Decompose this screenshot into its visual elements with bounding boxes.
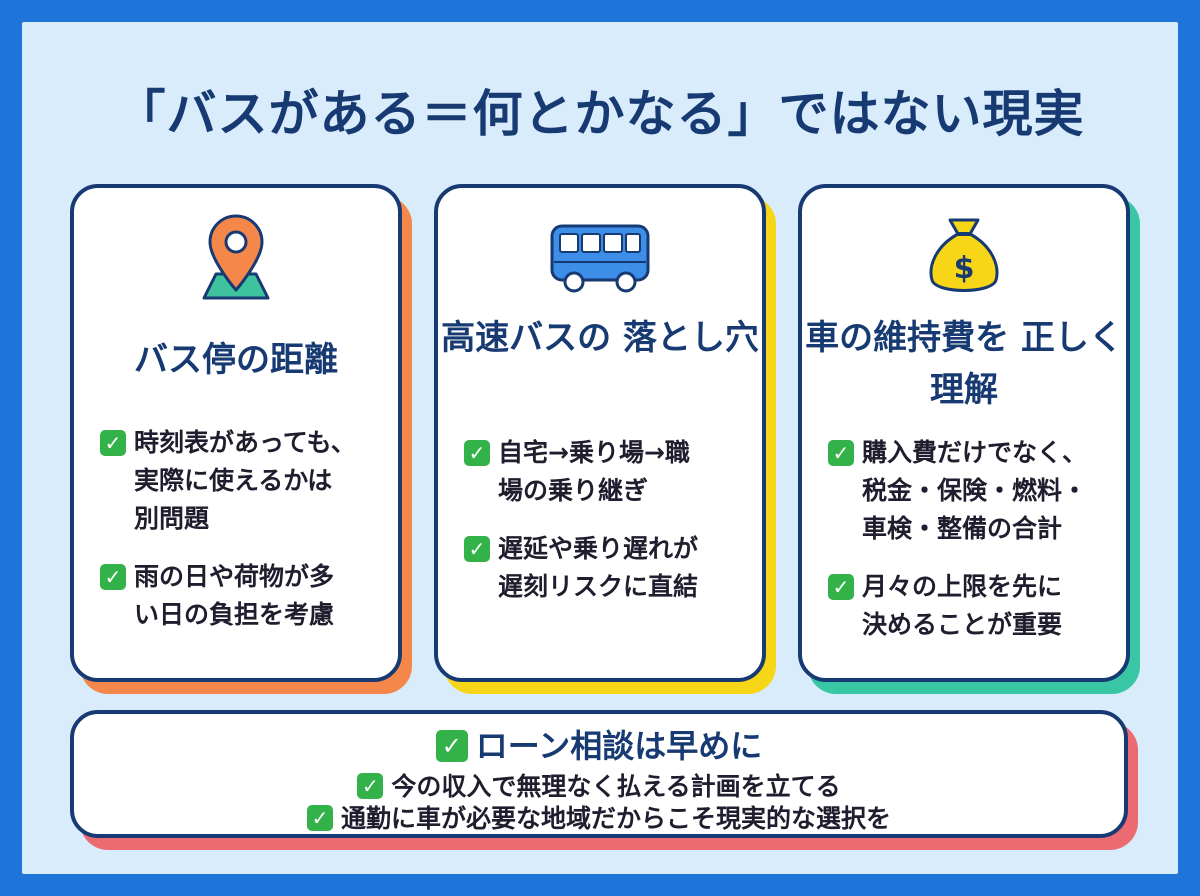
page-title: 「バスがある＝何とかなる」ではない現実 [115, 85, 1085, 143]
check-icon: ✓ [100, 430, 126, 456]
check-icon: ✓ [306, 805, 333, 831]
bullet-text: 遅延や乗り遅れが 遅刻リスクに直結 [498, 534, 699, 601]
card-highway-bus-pitfalls: 高速バスの 落とし穴 ✓ 自宅→乗り場→職 場の乗り継ぎ ✓ 遅延や乗り遅れが … [434, 184, 776, 694]
check-icon: ✓ [100, 564, 126, 590]
card-bus-stop-distance: バス停の距離 ✓ 時刻表があっても、 実際に使えるかは 別問題 ✓ 雨の日や荷物… [70, 184, 412, 694]
loan-consultation-banner: ✓ローン相談は早めに ✓今の収入で無理なく払える計画を立てる ✓通勤に車が必要な… [70, 710, 1138, 850]
bullet-text: 雨の日や荷物が多 い日の負担を考慮 [134, 562, 335, 629]
map-pin-icon [202, 214, 270, 300]
check-icon: ✓ [435, 730, 468, 762]
bullet-list: ✓ 購入費だけでなく、 税金・保険・燃料・ 車検・整備の合計 ✓ 月々の上限を先… [828, 434, 1112, 664]
bullet-text: 時刻表があっても、 実際に使えるかは 別問題 [134, 428, 356, 533]
check-icon: ✓ [357, 773, 384, 799]
bullet-text: 月々の上限を先に 決めることが重要 [862, 572, 1063, 639]
bullet-list: ✓ 自宅→乗り場→職 場の乗り継ぎ ✓ 遅延や乗り遅れが 遅刻リスクに直結 [464, 434, 748, 626]
check-icon: ✓ [828, 440, 854, 466]
list-item: ✓ 遅延や乗り遅れが 遅刻リスクに直結 [464, 530, 748, 606]
bullet-text: 自宅→乗り場→職 場の乗り継ぎ [498, 438, 690, 505]
card-body: バス停の距離 ✓ 時刻表があっても、 実際に使えるかは 別問題 ✓ 雨の日や荷物… [70, 184, 402, 682]
check-icon: ✓ [464, 536, 490, 562]
list-item: ✓ 購入費だけでなく、 税金・保険・燃料・ 車検・整備の合計 [828, 434, 1112, 548]
card-title: バス停の距離 [134, 340, 338, 380]
banner-title: ✓ローン相談は早めに [74, 724, 1124, 768]
list-item: ✓ 自宅→乗り場→職 場の乗り継ぎ [464, 434, 748, 510]
card-title: 車の維持費を 正しく理解 [805, 318, 1123, 410]
banner-body: ✓ローン相談は早めに ✓今の収入で無理なく払える計画を立てる ✓通勤に車が必要な… [70, 710, 1128, 838]
list-item: ✓ 時刻表があっても、 実際に使えるかは 別問題 [100, 424, 384, 538]
bullet-text: 購入費だけでなく、 税金・保険・燃料・ 車検・整備の合計 [862, 438, 1088, 543]
bus-icon [550, 224, 650, 293]
list-item: ✓ 雨の日や荷物が多 い日の負担を考慮 [100, 558, 384, 634]
banner-line: ✓ 今の収入で無理なく払える計画を立てる [74, 770, 1124, 804]
card-body: 高速バスの 落とし穴 ✓ 自宅→乗り場→職 場の乗り継ぎ ✓ 遅延や乗り遅れが … [434, 184, 766, 682]
card-title: 高速バスの 落とし穴 [441, 318, 759, 358]
banner-line: ✓ 通勤に車が必要な地域だからこそ現実的な選択を [74, 802, 1124, 836]
svg-text:$: $ [954, 251, 975, 286]
money-bag-icon: $ [929, 218, 999, 292]
bullet-list: ✓ 時刻表があっても、 実際に使えるかは 別問題 ✓ 雨の日や荷物が多 い日の負… [100, 424, 384, 654]
card-car-maintenance-cost: $ 車の維持費を 正しく理解 ✓ 購入費だけでなく、 税金・保険・燃料・ 車検・… [798, 184, 1140, 694]
check-icon: ✓ [464, 440, 490, 466]
banner-line-text: 今の収入で無理なく払える計画を立てる [391, 772, 841, 801]
list-item: ✓ 月々の上限を先に 決めることが重要 [828, 568, 1112, 644]
check-icon: ✓ [828, 574, 854, 600]
banner-line-text: 通勤に車が必要な地域だからこそ現実的な選択を [340, 804, 891, 833]
card-body: $ 車の維持費を 正しく理解 ✓ 購入費だけでなく、 税金・保険・燃料・ 車検・… [798, 184, 1130, 682]
banner-title-text: ローン相談は早めに [475, 727, 763, 765]
